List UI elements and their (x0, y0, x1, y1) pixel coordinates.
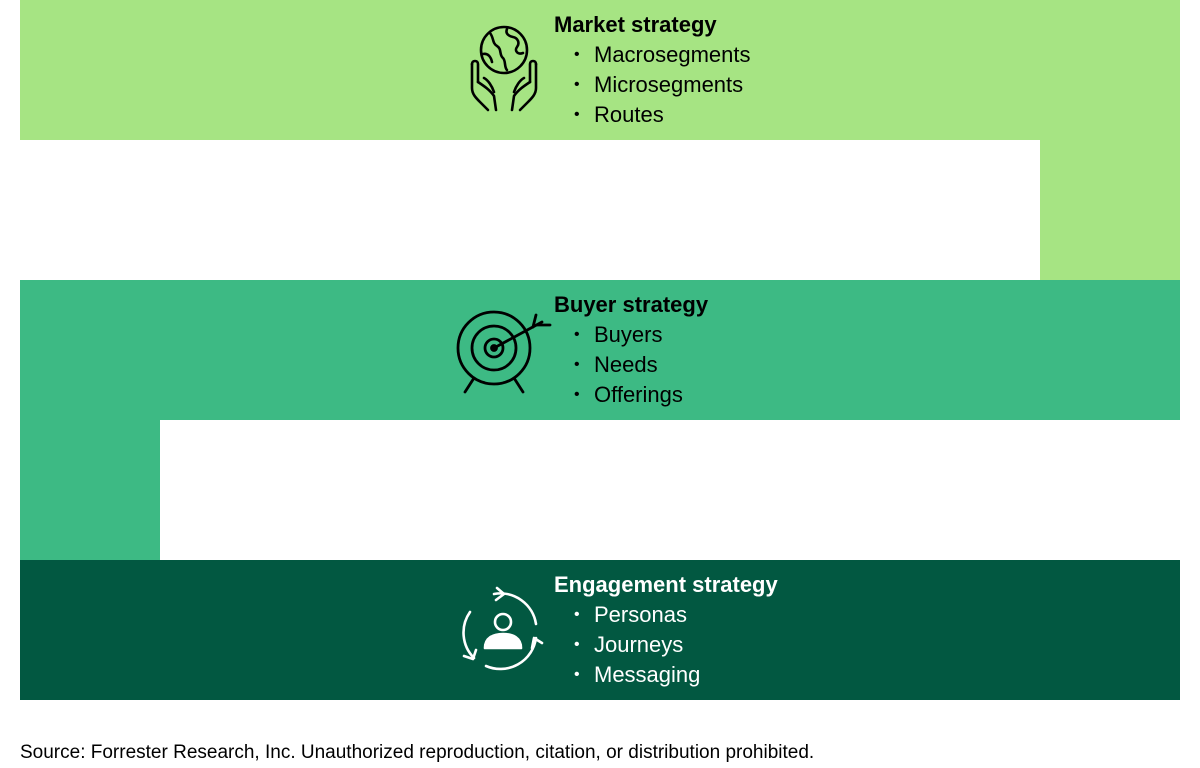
tier-title: Buyer strategy (554, 292, 709, 317)
source-note: Source: Forrester Research, Inc. Unautho… (20, 742, 815, 763)
buyer-strategy-text: Buyer strategy • Buyers • Needs • Offerings (554, 290, 708, 410)
list-item-label: Messaging (594, 662, 701, 687)
bullet: • (574, 386, 580, 403)
tier-title: Market strategy (554, 12, 717, 37)
tier-item-list: • Macrosegments • Microsegments • Routes (554, 40, 751, 130)
list-item: • Personas (554, 600, 778, 630)
list-item: • Buyers (554, 320, 708, 350)
bullet: • (574, 666, 580, 683)
tier-title: Engagement strategy (554, 572, 778, 597)
list-item: • Macrosegments (554, 40, 751, 70)
list-item: • Journeys (554, 630, 778, 660)
list-item: • Routes (554, 100, 751, 130)
list-item-label: Personas (594, 602, 687, 627)
person-cycle-icon (450, 580, 554, 680)
list-item-label: Buyers (594, 322, 663, 347)
bullet: • (574, 106, 580, 123)
list-item-label: Macrosegments (594, 42, 751, 67)
market-strategy-band: Market strategy • Macrosegments • Microseg… (20, 0, 1180, 140)
market-to-buyer-connector (1040, 140, 1180, 280)
bullet: • (574, 46, 580, 63)
bullet: • (574, 326, 580, 343)
tier-item-list: • Personas • Journeys • Messaging (554, 600, 778, 690)
buyer-to-engagement-connector (20, 420, 160, 560)
bullet: • (574, 356, 580, 373)
list-item-label: Microsegments (594, 72, 744, 97)
bullet: • (574, 606, 580, 623)
hands-globe-icon (450, 20, 554, 120)
list-item-label: Routes (594, 102, 664, 127)
bullet: • (574, 636, 580, 653)
market-strategy-text: Market strategy • Macrosegments • Microseg… (554, 10, 751, 130)
list-item: • Messaging (554, 660, 778, 690)
buyer-strategy-band: Buyer strategy • Buyers • Needs • Offerings (20, 280, 1180, 420)
list-item-label: Needs (594, 352, 658, 377)
engagement-strategy-text: Engagement strategy • Personas • Journeys … (554, 570, 778, 690)
engagement-strategy-band: Engagement strategy • Personas • Journeys … (20, 560, 1180, 700)
list-item: • Offerings (554, 380, 708, 410)
bullet: • (574, 76, 580, 93)
list-item: • Microsegments (554, 70, 751, 100)
list-item-label: Offerings (594, 382, 683, 407)
target-arrow-icon (450, 300, 554, 400)
tier-item-list: • Buyers • Needs • Offerings (554, 320, 708, 410)
list-item: • Needs (554, 350, 708, 380)
list-item-label: Journeys (594, 632, 684, 657)
